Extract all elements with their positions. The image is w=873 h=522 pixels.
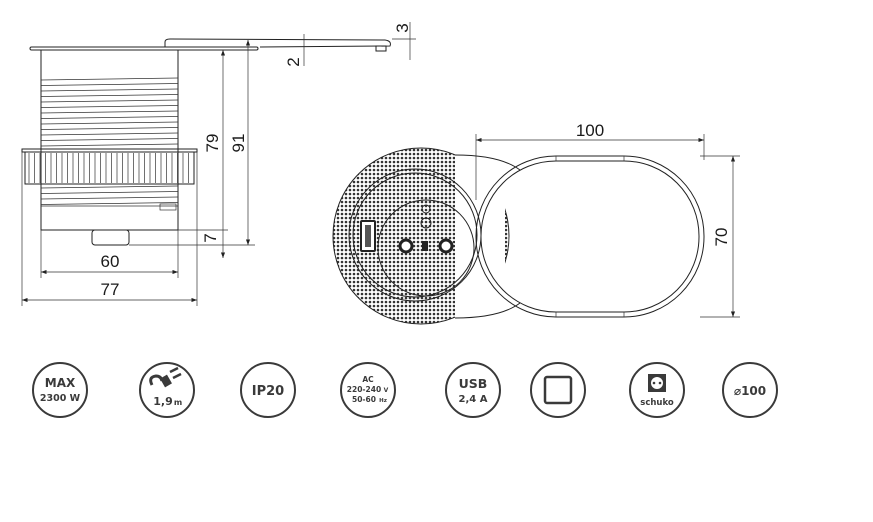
icon-label: 50-60 — [352, 395, 376, 404]
icon-schuko: schuko — [629, 362, 685, 418]
socket-hole-left — [398, 238, 414, 254]
icon-diameter: ⌀100 — [722, 362, 778, 418]
thread-line — [40, 77, 179, 81]
lid-oval — [475, 155, 705, 318]
icon-ip-rating: IP20 — [240, 362, 296, 418]
icon-usb: USB 2,4 A — [445, 362, 501, 418]
icon-voltage: AC 220-240 V 50-60 Hz — [340, 362, 396, 418]
thread-line — [40, 196, 179, 200]
thread-line — [40, 185, 179, 189]
socket — [377, 199, 475, 297]
thread-line — [40, 121, 179, 125]
thread-line — [40, 202, 179, 205]
dim-3: 3 — [393, 23, 412, 32]
earth-symbol — [421, 204, 431, 214]
plug-icon — [149, 366, 182, 388]
icon-max-power: MAX 2300 W — [32, 362, 88, 418]
socket-hole-right — [438, 238, 454, 254]
earth-pin — [420, 217, 432, 229]
dim-7: 7 — [201, 233, 220, 242]
latch — [159, 203, 177, 211]
thread-line — [40, 99, 179, 103]
dim-91: 91 — [229, 134, 248, 153]
dim-2: 2 — [284, 57, 303, 66]
dim-79: 79 — [203, 134, 222, 153]
icon-label: 2,4 A — [459, 394, 488, 405]
top-dimensions: 100 70 — [475, 121, 740, 318]
icon-label: 2300 W — [40, 393, 81, 404]
icon-label: 1,9 — [153, 395, 173, 408]
icon-label: IP20 — [252, 384, 284, 399]
thread-line — [40, 132, 179, 136]
icon-frame — [530, 362, 586, 418]
dim-70: 70 — [712, 228, 731, 247]
icon-cable-length: 1,9 m — [139, 362, 195, 418]
icon-label: Hz — [379, 398, 387, 404]
side-view — [21, 38, 391, 246]
thread-line — [40, 143, 179, 147]
pin-marker — [422, 241, 428, 251]
thread-line — [40, 191, 179, 194]
icon-label: V — [384, 387, 389, 394]
icon-label: USB — [459, 376, 488, 391]
dim-77: 77 — [101, 280, 120, 299]
side-dimensions: 60 77 79 91 7 2 3 — [21, 22, 416, 306]
thread-line — [40, 94, 179, 97]
lid — [164, 38, 391, 48]
plug-base — [91, 229, 130, 246]
square-icon — [543, 375, 573, 405]
icon-label: schuko — [640, 398, 674, 408]
dim-100: 100 — [576, 121, 604, 140]
thread-line — [40, 127, 179, 130]
top-view — [332, 147, 705, 325]
icon-label: AC — [362, 375, 374, 384]
lid-tab — [375, 45, 387, 52]
threads — [40, 77, 179, 207]
thread-line — [40, 105, 179, 108]
icon-label: m — [174, 398, 182, 407]
icon-label: 220-240 — [347, 385, 381, 394]
icon-label: ⌀100 — [734, 384, 766, 398]
collar-ribs — [28, 153, 189, 183]
dim-60: 60 — [101, 252, 120, 271]
thread-line — [40, 88, 179, 92]
thread-line — [40, 83, 179, 86]
thread-line — [40, 116, 179, 119]
thread-line — [40, 138, 179, 141]
thread-line — [40, 110, 179, 114]
icon-label: MAX — [45, 376, 76, 390]
collar — [24, 151, 195, 185]
